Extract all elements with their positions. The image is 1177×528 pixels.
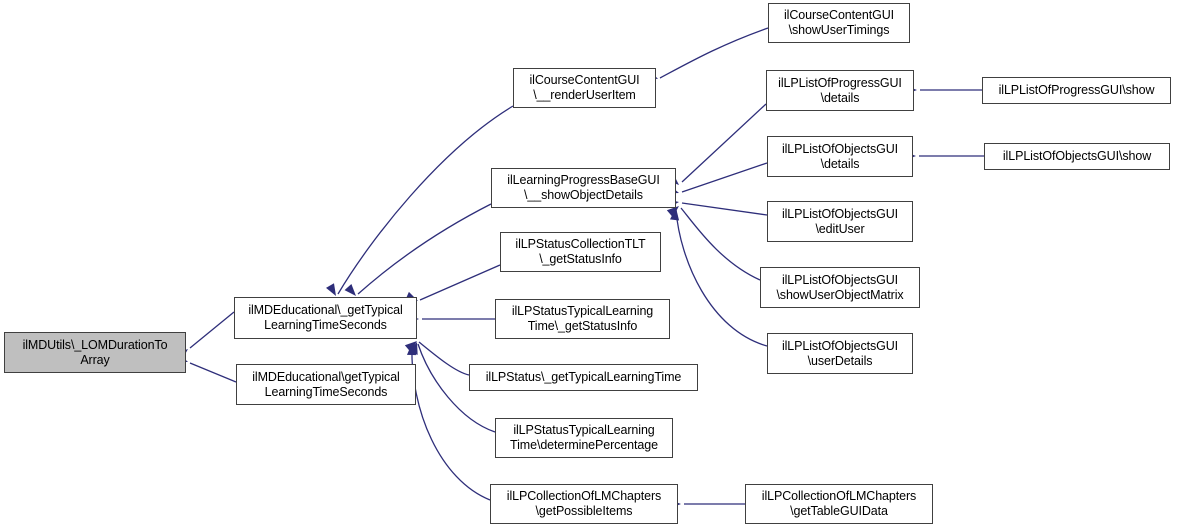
- graph-node-label: ilCourseContentGUI \__renderUserItem: [529, 73, 640, 102]
- graph-node-label: ilLPStatus\_getTypicalLearningTime: [485, 370, 682, 384]
- graph-node-illpcollectionoflmchapters-gettableguidata[interactable]: ilLPCollectionOfLMChapters \getTableGUID…: [745, 484, 933, 524]
- graph-node-label: ilLPCollectionOfLMChapters \getPossibleI…: [506, 489, 662, 518]
- arrowhead-n7-to-n1: [404, 341, 417, 353]
- graph-node-label: ilLPListOfObjectsGUI \editUser: [781, 206, 899, 236]
- graph-node-illplistofprogressgui-details[interactable]: ilLPListOfProgressGUI \details: [766, 70, 914, 111]
- graph-node-label: ilLPListOfProgressGUI \details: [778, 75, 902, 105]
- edge-n4-to-n1: [357, 203, 492, 295]
- edge-n10-to-n3: [659, 27, 769, 79]
- edge-n15-to-n4: [675, 209, 768, 347]
- graph-node-illpstatuscollectiontlt-getstatusinfo[interactable]: ilLPStatusCollectionTLT \_getStatusInfo: [500, 232, 661, 272]
- graph-node-label: ilLPCollectionOfLMChapters \getTableGUID…: [761, 489, 917, 518]
- graph-node-label: ilLPStatusTypicalLearning Time\determine…: [510, 423, 658, 452]
- edge-n7-to-n1: [418, 341, 470, 376]
- edge-n5-to-n1: [419, 264, 501, 301]
- edge-n11-to-n4: [681, 103, 767, 183]
- graph-node-label: ilLPStatusCollectionTLT \_getStatusInfo: [515, 237, 646, 266]
- graph-node-ilcoursecontentgui-showusertimings[interactable]: ilCourseContentGUI \showUserTimings: [768, 3, 910, 43]
- graph-node-label: ilMDUtils\_LOMDurationTo Array: [22, 337, 168, 367]
- graph-node-ilcoursecontentgui-renderuseritem[interactable]: ilCourseContentGUI \__renderUserItem: [513, 68, 656, 108]
- graph-node-label: ilLPListOfObjectsGUI \userDetails: [781, 338, 899, 368]
- graph-node-illpstatus-gettypicallearningtime[interactable]: ilLPStatus\_getTypicalLearningTime: [469, 364, 698, 391]
- arrowhead-n9-to-n1: [406, 343, 417, 356]
- graph-node-illpstatustypicallearning-time-determinepercentage[interactable]: ilLPStatusTypicalLearning Time\determine…: [495, 418, 673, 458]
- arrowhead-n8-to-n1: [408, 342, 418, 355]
- edge-n13-to-n4: [681, 202, 768, 216]
- graph-node-label: ilLearningProgressBaseGUI \__showObjectD…: [507, 173, 660, 202]
- graph-node-illplistofobjectsgui-showuserobjectmatrix[interactable]: ilLPListOfObjectsGUI \showUserObjectMatr…: [760, 267, 920, 308]
- graph-node-illplistofobjectsgui-userdetails[interactable]: ilLPListOfObjectsGUI \userDetails: [767, 333, 913, 374]
- edge-n3-to-n1: [337, 105, 514, 295]
- graph-node-illpcollectionoflmchapters-getpossibleitems[interactable]: ilLPCollectionOfLMChapters \getPossibleI…: [490, 484, 678, 524]
- arrowhead-n15-to-n4: [669, 208, 680, 221]
- graph-node-illplistofprogressgui-show[interactable]: ilLPListOfProgressGUI\show: [982, 77, 1171, 104]
- graph-node-label: ilLPListOfObjectsGUI \details: [781, 141, 899, 171]
- edge-n12-to-n4: [681, 162, 768, 193]
- graph-node-label: ilLPListOfProgressGUI\show: [998, 83, 1155, 97]
- graph-node-label: ilLPStatusTypicalLearning Time\_getStatu…: [511, 304, 654, 333]
- edge-n1-to-n0: [189, 311, 235, 349]
- graph-node-label: ilLPListOfObjectsGUI\show: [1002, 149, 1152, 163]
- graph-node-ilmdutils-lomdurationto-array[interactable]: ilMDUtils\_LOMDurationTo Array: [4, 332, 186, 373]
- graph-node-label: ilLPListOfObjectsGUI \showUserObjectMatr…: [776, 272, 904, 302]
- graph-node-illpstatustypicallearning-time-getstatusinfo[interactable]: ilLPStatusTypicalLearning Time\_getStatu…: [495, 299, 670, 339]
- graph-node-label: ilCourseContentGUI \showUserTimings: [783, 8, 895, 37]
- graph-node-ilmdeducational-gettypical-learningtimeseconds[interactable]: ilMDEducational\_getTypical LearningTime…: [234, 297, 417, 339]
- edge-n2-to-n0: [189, 362, 237, 383]
- graph-node-illplistofobjectsgui-details[interactable]: ilLPListOfObjectsGUI \details: [767, 136, 913, 177]
- graph-node-illearningprogressbasegui-showobjectdetails[interactable]: ilLearningProgressBaseGUI \__showObjectD…: [491, 168, 676, 208]
- graph-node-ilmdeducational-gettypical-learningtimeseconds[interactable]: ilMDEducational\getTypical LearningTimeS…: [236, 364, 416, 405]
- graph-node-illplistofobjectsgui-edituser[interactable]: ilLPListOfObjectsGUI \editUser: [767, 201, 913, 242]
- graph-node-label: ilMDEducational\_getTypical LearningTime…: [248, 303, 403, 332]
- edge-n14-to-n4: [680, 207, 761, 281]
- graph-node-label: ilMDEducational\getTypical LearningTimeS…: [252, 369, 400, 399]
- graph-node-illplistofobjectsgui-show[interactable]: ilLPListOfObjectsGUI\show: [984, 143, 1170, 170]
